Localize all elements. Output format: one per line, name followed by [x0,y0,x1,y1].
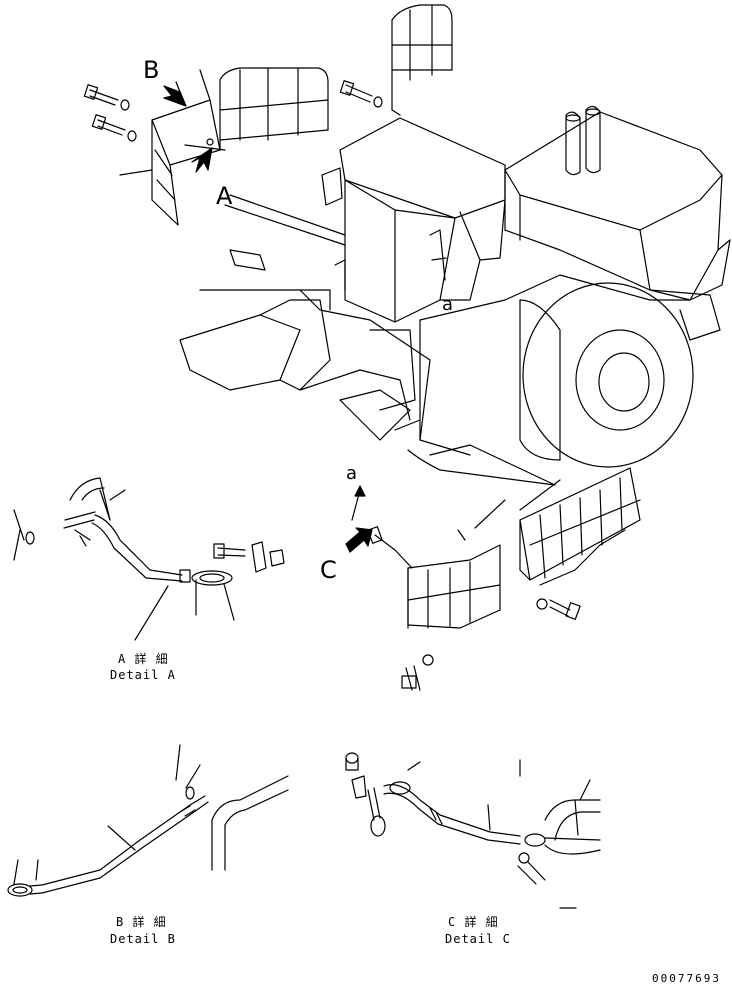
view-a-callout: A [216,182,233,210]
arrow-b [164,82,186,106]
point-a-detail-label: a [346,463,358,484]
detail-b-caption-en: Detail B [110,932,176,946]
arrow-a [192,148,212,172]
arrow-c [346,528,372,552]
detail-c-drawing [346,753,600,908]
detail-c-caption-en: Detail C [445,932,511,946]
point-a-main-label: a [442,294,454,315]
detail-b-caption-jp: B 詳 細 [116,915,167,929]
machine-body [180,5,730,485]
left-handrail-assembly [84,68,382,225]
view-b-callout: B [143,56,160,84]
detail-a-drawing [14,478,284,640]
detail-a-caption-en: Detail A [110,668,176,682]
detail-a-caption-jp: A 詳 細 [118,652,169,666]
right-handrail-assembly [352,468,640,690]
detail-c-caption-jp: C 詳 細 [448,915,499,929]
detail-b-drawing [8,745,288,896]
drawing-number: 00077693 [652,972,721,985]
view-c-callout: C [320,556,337,584]
